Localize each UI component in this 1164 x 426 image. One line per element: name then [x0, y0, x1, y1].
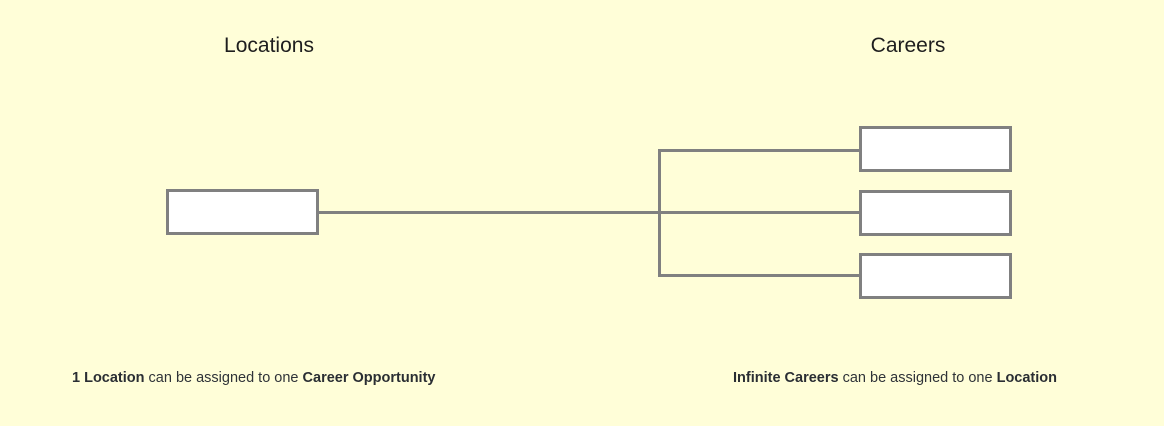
career-box [859, 126, 1012, 172]
caption-text: can be assigned to one [144, 370, 303, 386]
careers-caption: Infinite Careers can be assigned to one … [733, 370, 1057, 386]
location-caption: 1 Location can be assigned to one Career… [72, 370, 435, 386]
main-connector-line [318, 211, 861, 214]
careers-heading: Careers [870, 34, 946, 57]
caption-text: can be assigned to one [838, 370, 997, 386]
caption-emphasis: Infinite Careers [733, 370, 839, 386]
branch-vertical-line [658, 149, 661, 277]
branch-top-line [658, 149, 861, 152]
career-box [859, 253, 1012, 299]
locations-heading: Locations [224, 34, 314, 57]
caption-emphasis: 1 Location [72, 370, 145, 386]
caption-emphasis: Location [996, 370, 1058, 386]
caption-emphasis: Career Opportunity [302, 370, 436, 386]
branch-bottom-line [658, 274, 861, 277]
career-box [859, 190, 1012, 236]
location-box [166, 189, 319, 235]
